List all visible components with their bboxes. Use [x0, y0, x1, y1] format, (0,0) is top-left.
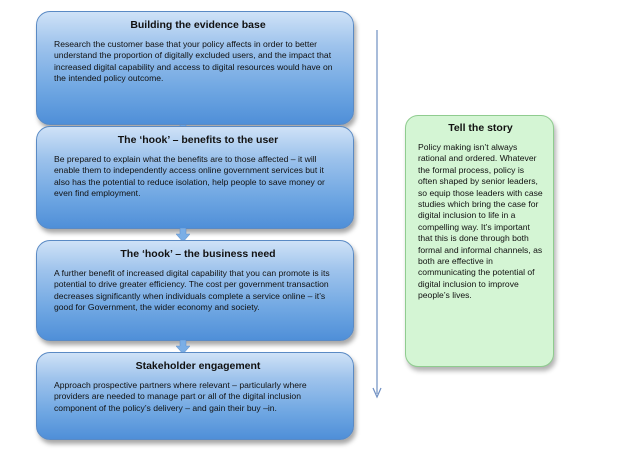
timeline-arrow-icon — [372, 30, 382, 399]
story-text: Policy making isn’t always rational and … — [418, 142, 543, 301]
down-arrow-icon — [176, 340, 190, 354]
story-title: Tell the story — [448, 122, 513, 134]
step-title: The ‘hook’ – benefits to the user — [117, 134, 279, 146]
step-box-business-need: The ‘hook’ – the business need A further… — [36, 240, 354, 341]
step-text: A further benefit of increased digital c… — [54, 268, 330, 313]
step-text: Be prepared to explain what the benefits… — [54, 154, 325, 199]
down-arrow-icon — [176, 228, 190, 242]
step-box-evidence: Building the evidence base Research the … — [36, 11, 354, 125]
step-title: The ‘hook’ – the business need — [120, 248, 276, 260]
step-title: Stakeholder engagement — [135, 360, 261, 372]
story-box: Tell the story Policy making isn’t alway… — [405, 115, 554, 367]
step-text: Research the customer base that your pol… — [54, 39, 333, 84]
step-box-user-benefits: The ‘hook’ – benefits to the user Be pre… — [36, 126, 354, 229]
step-text: Approach prospective partners where rele… — [54, 380, 307, 413]
step-title: Building the evidence base — [130, 19, 266, 31]
step-box-stakeholder: Stakeholder engagement Approach prospect… — [36, 352, 354, 440]
